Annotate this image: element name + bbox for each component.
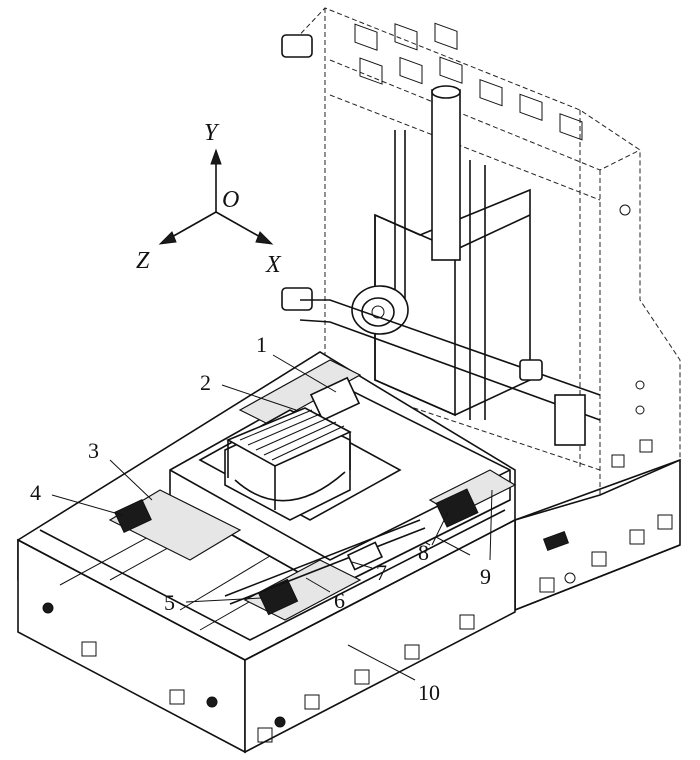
callout-8: 8: [418, 540, 429, 565]
spindle-head: [299, 85, 601, 446]
origin-label: O: [222, 187, 239, 213]
callout-1: 1: [256, 332, 267, 357]
callout-5: 5: [164, 590, 175, 615]
callout-10: 10: [418, 680, 440, 705]
leader-10: [347, 644, 416, 681]
axis-z-label: Z: [136, 248, 150, 274]
leader-6: [305, 577, 331, 593]
leader-4: [51, 494, 123, 516]
callout-leaders: [51, 354, 493, 681]
leader-9: [489, 489, 493, 561]
leader-8: [431, 511, 449, 546]
callout-9: 9: [480, 564, 491, 589]
leader-3: [109, 459, 153, 501]
leader-5: [185, 597, 263, 603]
callout-7: 7: [376, 560, 387, 585]
column-frame: [281, 7, 681, 496]
callout-4: 4: [30, 480, 41, 505]
axis-y-label: Y: [204, 120, 220, 146]
frame-windows: [354, 22, 583, 141]
t-slots: [239, 409, 345, 461]
leader-7: [351, 561, 373, 569]
callout-6: 6: [334, 588, 345, 613]
axis-triad: Y O Z X: [136, 120, 282, 278]
column-bed: [514, 458, 681, 612]
callout-2: 2: [200, 370, 211, 395]
leader-2: [221, 384, 297, 411]
callout-labels: 1 2 3 4 5 6 7 8 9 10: [30, 332, 491, 705]
leader-1: [272, 354, 337, 393]
callout-3: 3: [88, 438, 99, 463]
rotary-table: [198, 407, 402, 521]
axis-x-label: X: [265, 252, 282, 278]
